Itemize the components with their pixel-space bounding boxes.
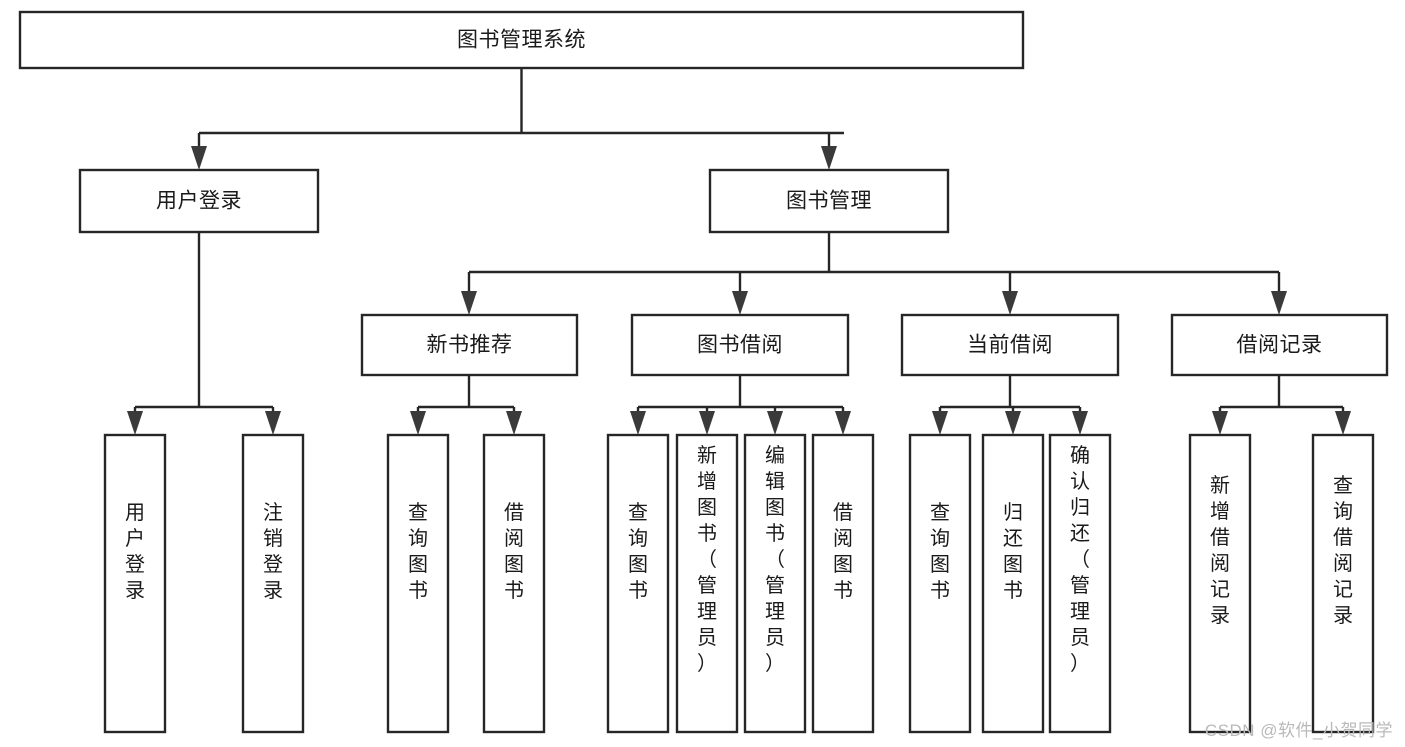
node-leaf-query-book-borrow-label: 查询图书 — [628, 501, 648, 602]
node-root-box[interactable] — [18, 10, 1025, 70]
arrow-head-current-borrow — [1002, 291, 1018, 315]
node-root-label: 图书管理系统 — [457, 29, 586, 52]
connector-layer — [127, 68, 1351, 435]
node-book-manage[interactable]: 图书管理 — [708, 168, 950, 234]
node-leaf-query-book-cur-label: 查询图书 — [930, 501, 950, 602]
arrow-head-leaf-return-book — [1005, 411, 1021, 435]
node-leaf-confirm-return-label: 确认归还（管理员） — [1070, 444, 1090, 675]
node-leaf-user-login[interactable]: 用户登录 — [103, 433, 167, 734]
arrow-head-user-login — [191, 146, 207, 170]
node-leaf-edit-book-label: 编辑图书（管理员） — [765, 444, 785, 675]
node-leaf-logout-box[interactable] — [241, 433, 305, 734]
node-leaf-return-book-box[interactable] — [981, 433, 1045, 734]
arrow-head-leaf-add-book — [699, 411, 715, 435]
arrow-head-leaf-edit-book — [767, 411, 783, 435]
node-leaf-query-book-rec-box[interactable] — [386, 433, 450, 734]
node-borrow-record-box[interactable] — [1170, 313, 1389, 377]
node-borrow-record-label: 借阅记录 — [1237, 334, 1323, 357]
node-book-manage-box[interactable] — [708, 168, 950, 234]
node-leaf-add-book-label: 新增图书（管理员） — [697, 444, 717, 675]
node-leaf-logout[interactable]: 注销登录 — [241, 433, 305, 734]
node-leaf-query-book-cur[interactable]: 查询图书 — [908, 433, 972, 734]
arrow-head-new-book-recommend — [461, 291, 477, 315]
node-book-borrow-box[interactable] — [630, 313, 850, 377]
node-leaf-add-book-box[interactable] — [675, 433, 739, 734]
node-user-login-box[interactable] — [78, 168, 320, 234]
node-leaf-query-record[interactable]: 查询借阅记录 — [1311, 433, 1375, 734]
node-leaf-borrow-book-rec-box[interactable] — [482, 433, 546, 734]
arrow-head-leaf-query-record — [1335, 411, 1351, 435]
node-leaf-add-record-label: 新增借阅记录 — [1210, 474, 1230, 627]
arrow-head-leaf-confirm-return — [1072, 411, 1088, 435]
arrow-head-leaf-logout — [265, 411, 281, 435]
node-leaf-borrow-book-rec[interactable]: 借阅图书 — [482, 433, 546, 734]
arrow-head-book-borrow — [732, 291, 748, 315]
node-root[interactable]: 图书管理系统 — [18, 10, 1025, 70]
arrow-head-book-manage — [821, 146, 837, 170]
node-leaf-edit-book-box[interactable] — [743, 433, 807, 734]
node-leaf-add-record-box[interactable] — [1188, 433, 1252, 734]
node-leaf-confirm-return[interactable]: 确认归还（管理员） — [1048, 433, 1112, 734]
node-new-book-recommend-box[interactable] — [360, 313, 579, 377]
node-borrow-record[interactable]: 借阅记录 — [1170, 313, 1389, 377]
node-new-book-recommend-label: 新书推荐 — [427, 334, 513, 357]
node-leaf-add-record[interactable]: 新增借阅记录 — [1188, 433, 1252, 734]
node-current-borrow-box[interactable] — [900, 313, 1120, 377]
node-leaf-borrow-book-box[interactable] — [811, 433, 875, 734]
arrow-head-leaf-query-book-cur — [932, 411, 948, 435]
node-leaf-add-book[interactable]: 新增图书（管理员） — [675, 433, 739, 734]
arrow-head-leaf-query-book-rec — [410, 411, 426, 435]
node-book-borrow[interactable]: 图书借阅 — [630, 313, 850, 377]
node-new-book-recommend[interactable]: 新书推荐 — [360, 313, 579, 377]
node-leaf-query-book-rec[interactable]: 查询图书 — [386, 433, 450, 734]
node-leaf-query-record-label: 查询借阅记录 — [1333, 474, 1353, 627]
arrow-head-leaf-borrow-book — [835, 411, 851, 435]
node-leaf-edit-book[interactable]: 编辑图书（管理员） — [743, 433, 807, 734]
node-leaf-query-book-cur-box[interactable] — [908, 433, 972, 734]
node-user-login-label: 用户登录 — [156, 190, 242, 213]
arrow-head-borrow-record — [1271, 291, 1287, 315]
node-leaf-return-book-label: 归还图书 — [1003, 501, 1023, 602]
csdn-watermark: CSDN @软件_小贺同学 — [1204, 721, 1393, 740]
node-leaf-query-book-borrow-box[interactable] — [606, 433, 670, 734]
node-leaf-borrow-book-label: 借阅图书 — [833, 501, 853, 602]
node-book-borrow-label: 图书借阅 — [697, 334, 783, 357]
node-leaf-user-login-label: 用户登录 — [125, 502, 145, 602]
node-leaf-borrow-book[interactable]: 借阅图书 — [811, 433, 875, 734]
node-leaf-return-book[interactable]: 归还图书 — [981, 433, 1045, 734]
node-leaf-query-record-box[interactable] — [1311, 433, 1375, 734]
node-leaf-user-login-box[interactable] — [103, 433, 167, 734]
node-leaf-query-book-borrow[interactable]: 查询图书 — [606, 433, 670, 734]
arrow-head-leaf-user-login — [127, 411, 143, 435]
node-leaf-confirm-return-box[interactable] — [1048, 433, 1112, 734]
node-leaf-borrow-book-rec-label: 借阅图书 — [504, 501, 524, 602]
node-current-borrow[interactable]: 当前借阅 — [900, 313, 1120, 377]
arrow-head-leaf-borrow-book-rec — [506, 411, 522, 435]
node-leaf-query-book-rec-label: 查询图书 — [408, 501, 428, 602]
arrow-head-leaf-query-book-borrow — [630, 411, 646, 435]
node-current-borrow-label: 当前借阅 — [967, 334, 1053, 357]
node-leaf-logout-label: 注销登录 — [263, 501, 283, 602]
node-book-manage-label: 图书管理 — [786, 190, 872, 213]
node-user-login[interactable]: 用户登录 — [78, 168, 320, 234]
arrow-head-leaf-add-record — [1212, 411, 1228, 435]
